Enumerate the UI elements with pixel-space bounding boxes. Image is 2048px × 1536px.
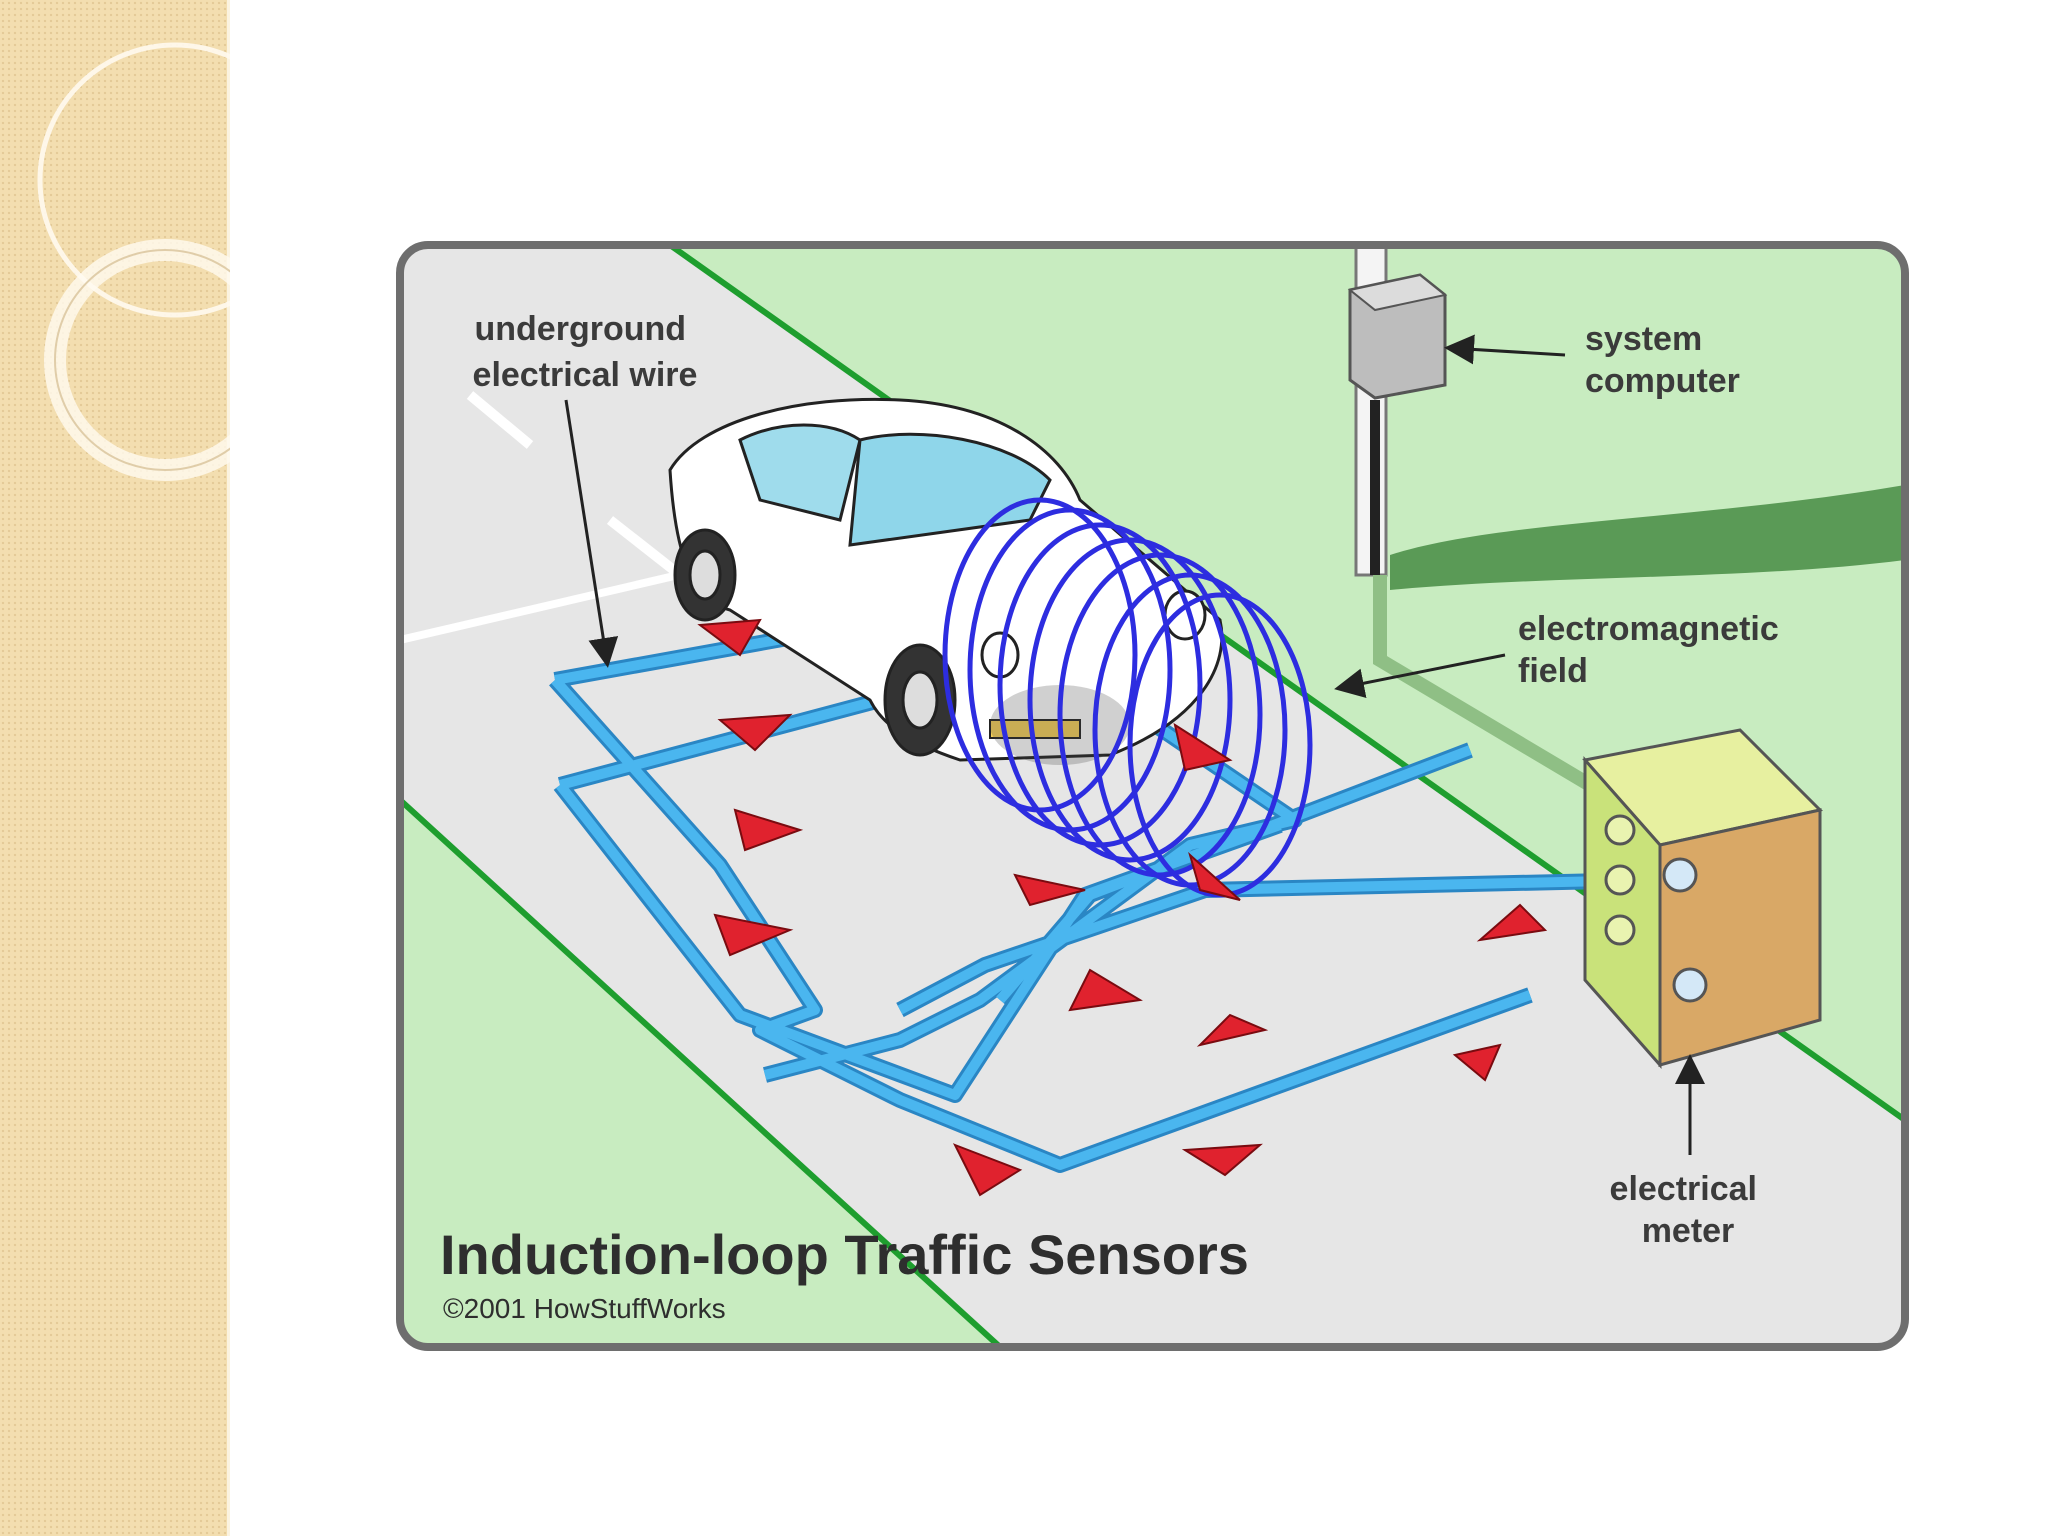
- leader-lines: [564, 334, 1705, 1155]
- road-edge-left: [400, 797, 1003, 1347]
- copyright-text: ©2001 HowStuffWorks: [443, 1293, 726, 1324]
- electromagnetic-field: [942, 497, 1313, 898]
- lane-marking: [606, 516, 684, 579]
- decorative-rings: [37, 42, 230, 481]
- label-electromagnetic-field: electromagnetic field: [1518, 610, 1788, 690]
- pole-cable: [1370, 400, 1380, 575]
- diagram-title: Induction-loop Traffic Sensors: [440, 1223, 1249, 1286]
- electrical-meter-box: [1582, 728, 1824, 1069]
- label-underground-wire: underground electrical wire: [473, 310, 698, 394]
- small-ring-edge: [54, 249, 230, 471]
- large-ring: [37, 42, 230, 318]
- lane-marking: [466, 391, 534, 449]
- induction-loop-diagram: underground electrical wire system compu…: [396, 241, 1909, 1351]
- distant-hill: [1390, 485, 1905, 590]
- sidebar-divider: [227, 0, 230, 1536]
- conduit-cable: [1373, 575, 1594, 792]
- diagram-frame: [396, 241, 1909, 1351]
- label-electrical-meter: electrical meter: [1610, 1170, 1767, 1250]
- small-ring: [44, 239, 230, 481]
- label-system-computer: system computer: [1585, 320, 1740, 400]
- road-stripe: [400, 566, 701, 644]
- current-arrows: [697, 618, 1548, 1197]
